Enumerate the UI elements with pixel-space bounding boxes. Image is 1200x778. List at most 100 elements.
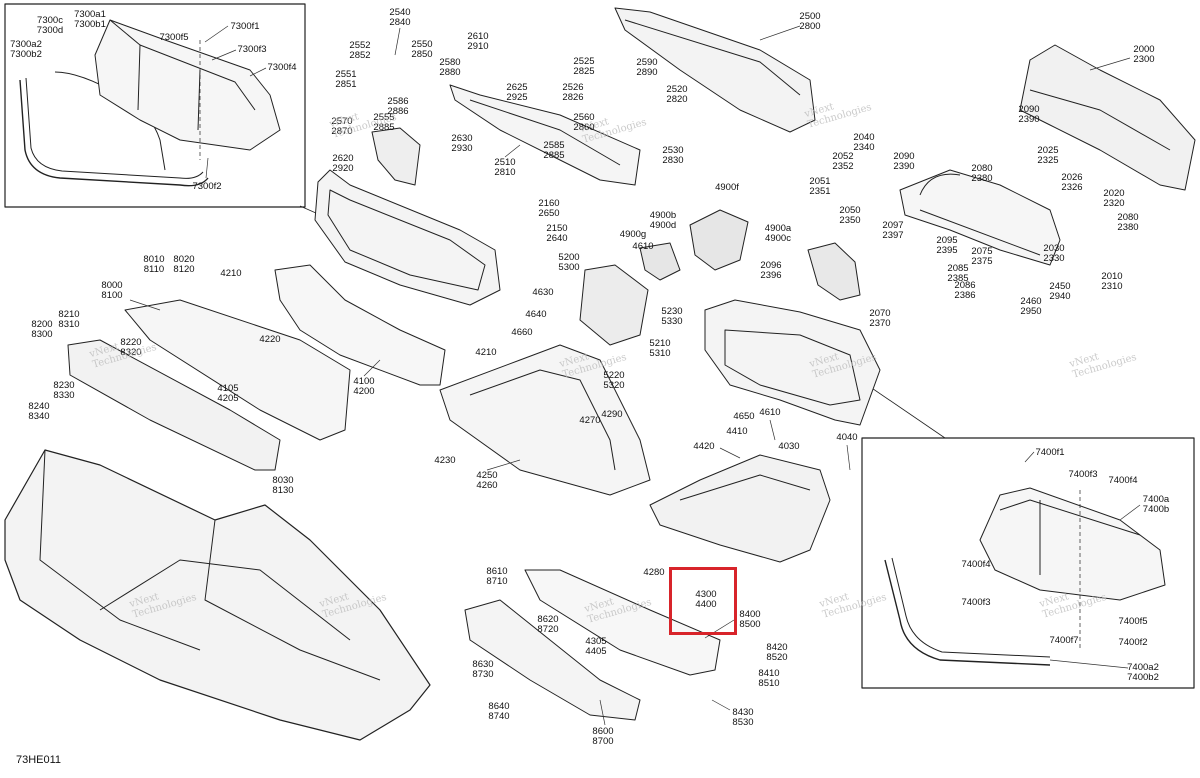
part-label-4630: 4630 — [532, 288, 553, 298]
part-number: 7300f2 — [192, 181, 222, 192]
part-number: 2885 — [543, 150, 565, 161]
part-number: 4030 — [778, 441, 800, 452]
part-number: 2370 — [869, 318, 891, 329]
part-number: 4650 — [733, 411, 755, 422]
part-number: 2540 — [389, 7, 411, 18]
part-number: 7300b1 — [74, 19, 106, 30]
part-number: 2885 — [373, 122, 395, 133]
part-number: 2585 — [543, 140, 565, 151]
part-number: 2395 — [936, 245, 958, 256]
leader-line — [486, 459, 521, 471]
part-label-7300f1: 7300f1 — [230, 22, 259, 32]
part-number: 2086 — [954, 280, 976, 291]
part-number: 2150 — [546, 223, 568, 234]
part-number: 2925 — [506, 92, 528, 103]
leader-line — [504, 144, 521, 158]
part-number: 2326 — [1061, 182, 1083, 193]
part-number: 2080 — [1117, 212, 1139, 223]
part-label-7400f3: 7400f3 — [1068, 470, 1097, 480]
part-label-4230: 4230 — [434, 456, 455, 466]
part-number: 2040 — [853, 132, 875, 143]
part-number: 4100 — [353, 376, 375, 387]
part-number: 7400f4 — [1108, 475, 1138, 486]
part-number: 2396 — [760, 270, 782, 281]
part-number: 2052 — [832, 151, 854, 162]
diagram-code: 73HE011 — [16, 754, 62, 766]
panel-2500 — [614, 7, 816, 133]
part-label-4410: 4410 — [726, 427, 747, 437]
part-number: 8630 — [472, 659, 494, 670]
part-number: 2825 — [573, 66, 595, 77]
part-number: 4220 — [259, 334, 281, 345]
part-number: 8210 — [58, 309, 80, 320]
part-number: 5320 — [603, 380, 625, 391]
part-number: 4290 — [601, 409, 623, 420]
part-label-4640: 4640 — [525, 310, 546, 320]
part-number: 8740 — [488, 711, 510, 722]
part-label-4030: 4030 — [778, 442, 799, 452]
part-label-4290: 4290 — [601, 410, 622, 420]
part-number: 8130 — [272, 485, 294, 496]
part-number: 7400f3 — [1068, 469, 1098, 480]
leader-line — [704, 619, 735, 639]
part-number: 8010 — [143, 254, 165, 265]
part-label-4650: 4650 — [733, 412, 754, 422]
part-number: 7300a1 — [74, 9, 106, 20]
highlight-box[interactable]: 4300 4400 — [669, 567, 737, 635]
part-number: 8710 — [486, 576, 508, 587]
part-number: 2570 — [331, 116, 353, 127]
rail-8200 — [67, 339, 281, 471]
leader-line — [629, 419, 641, 441]
part-number: 4405 — [585, 646, 607, 657]
part-label-7400f3b: 7400f3 — [961, 598, 990, 608]
part-number: 2300 — [1133, 54, 1155, 65]
part-number: 8640 — [488, 701, 510, 712]
part-number: 2310 — [1101, 281, 1123, 292]
part-number: 7300f1 — [230, 21, 260, 32]
part-number: 2851 — [335, 79, 357, 90]
part-number: 2325 — [1037, 155, 1059, 166]
part-number: 2940 — [1049, 291, 1071, 302]
part-number: 2090 — [893, 151, 915, 162]
bracket-2620 — [371, 127, 421, 186]
part-number: 4270 — [579, 415, 601, 426]
part-number: 2375 — [971, 256, 993, 267]
part-number: 8420 — [766, 642, 788, 653]
part-number: 5230 — [661, 306, 683, 317]
part-label-7400f1: 7400f1 — [1035, 448, 1064, 458]
part-number: 7400a — [1142, 494, 1170, 505]
part-label-4610b: 4610 — [759, 408, 780, 418]
part-number: 2551 — [335, 69, 357, 80]
part-number: 2625 — [506, 82, 528, 93]
part-number: 8240 — [28, 401, 50, 412]
highlight-line-2: 4400 — [695, 599, 717, 610]
part-number: 7400f1 — [1035, 447, 1065, 458]
part-number: 2860 — [573, 122, 595, 133]
part-number: 2520 — [666, 84, 688, 95]
part-number: 2085 — [947, 263, 969, 274]
